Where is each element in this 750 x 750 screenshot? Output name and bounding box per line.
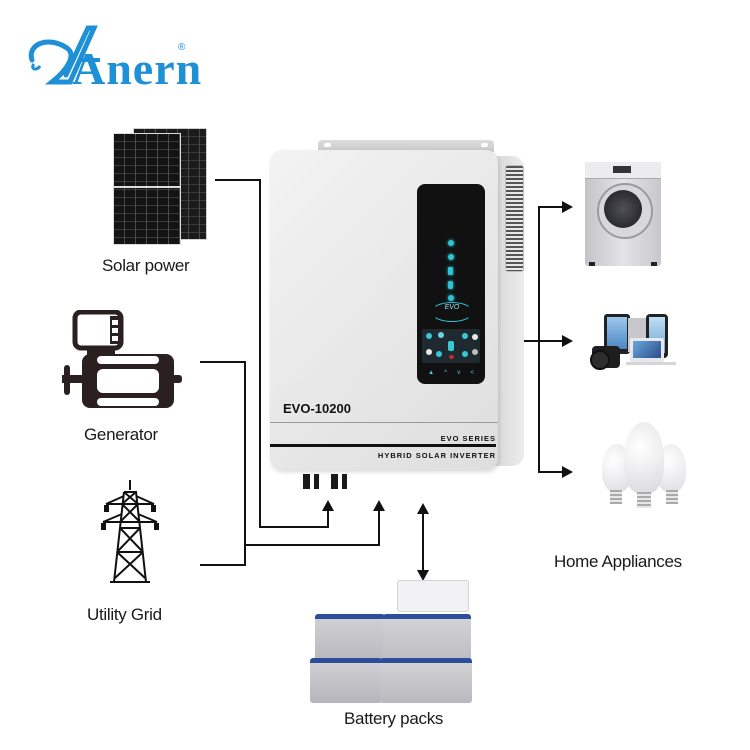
light-bulb-icon xyxy=(596,420,692,520)
inverter-series: EVO SERIES xyxy=(440,434,496,443)
vent-grille xyxy=(505,165,524,272)
brand-name: Anern xyxy=(72,43,203,94)
evo-logo-text: EVO xyxy=(444,304,460,311)
battery-pack-icon xyxy=(305,578,505,703)
home-appliances-label: Home Appliances xyxy=(554,552,682,571)
divider-thick xyxy=(270,444,496,447)
solar-panel-icon xyxy=(113,128,207,245)
battery-packs-label: Battery packs xyxy=(344,709,444,728)
generator-icon xyxy=(62,310,182,408)
transmission-tower-icon xyxy=(101,480,159,583)
button-caret-up[interactable]: ^ xyxy=(444,370,448,376)
inverter-type: HYBRID SOLAR INVERTER xyxy=(377,451,496,460)
logo-swash-icon xyxy=(28,25,100,85)
lcd-display xyxy=(422,329,480,363)
electronics-icon xyxy=(590,310,690,382)
brand-logo: Anern ® xyxy=(22,20,201,95)
mount-bracket xyxy=(318,140,494,152)
button-up[interactable]: ▲ xyxy=(428,370,435,376)
control-panel: EVO ▲ ^ v < xyxy=(417,184,485,384)
person-icon xyxy=(448,281,453,289)
button-back[interactable]: < xyxy=(470,370,474,376)
evo-logo-ring xyxy=(431,302,473,322)
button-down[interactable]: v xyxy=(457,370,461,376)
hand-icon xyxy=(448,295,454,301)
inverter-model: EVO-10200 xyxy=(283,401,351,416)
wifi-icon xyxy=(448,240,454,246)
battery-icon xyxy=(448,267,453,275)
trademark-symbol: ® xyxy=(178,42,186,53)
panel-buttons: ▲ ^ v < xyxy=(423,370,479,376)
generator-label: Generator xyxy=(84,425,158,444)
sun-icon xyxy=(448,254,454,260)
washing-machine-icon xyxy=(585,162,661,266)
solar-power-label: Solar power xyxy=(102,256,190,275)
divider-thin xyxy=(270,422,498,423)
utility-grid-label: Utility Grid xyxy=(87,605,162,624)
